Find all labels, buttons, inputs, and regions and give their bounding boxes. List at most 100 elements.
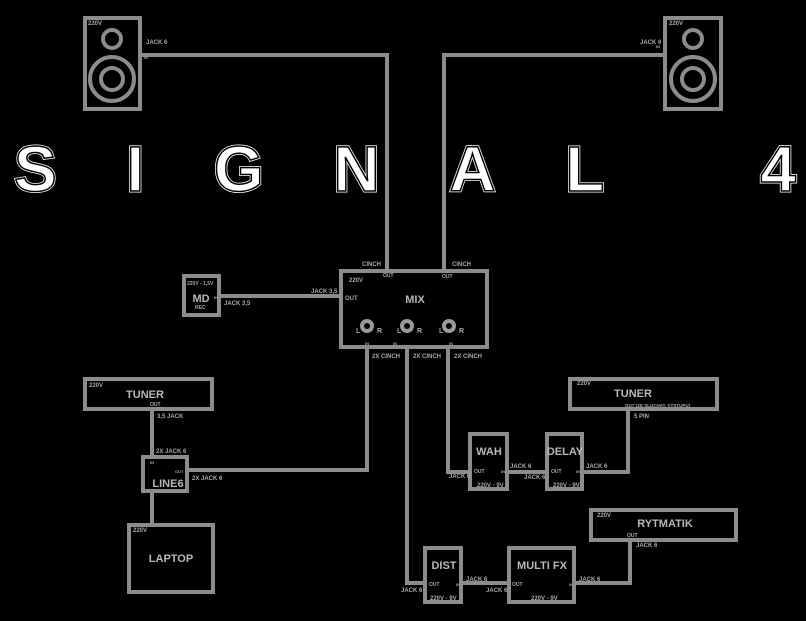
wah-name: WAH	[476, 446, 502, 458]
input-knob-2[interactable]	[400, 319, 414, 333]
label: OUT (ZE SLUCHAT. VÝSTUPU)	[625, 402, 691, 408]
rytmatik-name: RYTMATIK	[637, 518, 693, 530]
label: CINCH	[362, 262, 381, 268]
dist-pedal: DIST OUT IN 220V - 9V JACK 6 JACK 6	[401, 546, 488, 604]
label: IN	[393, 341, 397, 346]
label: L	[439, 328, 444, 335]
tuner-right: 220V TUNER OUT (ZE SLUCHAT. VÝSTUPU) 5 P…	[568, 377, 719, 420]
label: JACK 6	[586, 464, 608, 470]
label: OUT	[551, 469, 562, 475]
delay-pedal: DELAY OUT IN 220V - 9V JACK 6 JACK 6	[524, 432, 608, 491]
label: OUT	[474, 469, 485, 475]
label: OUT	[345, 296, 358, 302]
md-name: MD	[192, 293, 209, 305]
tuner-left: 220V TUNER OUT 3,5 JACK	[83, 377, 214, 420]
woofer-icon	[669, 55, 717, 103]
tuner-name: TUNER	[614, 388, 652, 400]
title-outline: SIGNAL 4	[14, 133, 796, 205]
label: JACK 6	[579, 577, 601, 583]
label: JACK 6	[449, 474, 471, 480]
mixer-name: MIX	[405, 294, 425, 306]
label: 220V - 9V	[553, 483, 580, 489]
label: JACK 6	[146, 40, 168, 46]
label: 220V	[88, 21, 102, 27]
label: 2X JACK 6	[156, 449, 187, 455]
cable-delay-tuner	[583, 410, 630, 474]
label: 5 PIN	[634, 414, 649, 420]
cables	[141, 53, 664, 585]
md-recorder: 220V - 1,5V MD REC IN JACK 3,5	[182, 274, 251, 317]
label: L	[397, 328, 402, 335]
laptop: 220V LAPTOP	[127, 523, 215, 594]
label: JACK 6	[466, 577, 488, 583]
label: 220V	[89, 383, 103, 389]
label: IN	[656, 44, 660, 49]
label: 3,5 JACK	[157, 414, 184, 420]
label: 2X CINCH	[413, 354, 441, 360]
wah-pedal: WAH OUT IN 220V - 9V JACK 6 JACK 6	[449, 432, 532, 491]
label: IN	[456, 582, 460, 587]
label: R	[417, 328, 422, 335]
label: R	[459, 328, 464, 335]
line6: 2X JACK 6 IN OUT LINE6 2X JACK 6	[141, 449, 223, 493]
label: JACK 6	[640, 40, 662, 46]
label: IN	[576, 469, 580, 474]
label: OUT	[175, 469, 184, 474]
label: REC	[195, 305, 206, 311]
label: OUT	[627, 533, 638, 539]
label: IN	[150, 460, 154, 465]
woofer-icon	[88, 55, 136, 103]
rytmatik: 220V RYTMATIK OUT JACK 6	[589, 508, 738, 549]
label: R	[377, 328, 382, 335]
delay-name: DELAY	[547, 446, 584, 458]
label: JACK 3,5	[311, 289, 338, 295]
speaker-right: 220V JACK 6 IN	[640, 16, 723, 111]
speaker-left: 220V JACK 6 IN	[83, 16, 168, 111]
input-knob-3[interactable]	[442, 319, 456, 333]
label: OUT	[442, 274, 453, 280]
cable-dist-mix	[405, 348, 425, 585]
label: JACK 6	[510, 464, 532, 470]
label: IN	[449, 341, 453, 346]
laptop-name: LAPTOP	[149, 553, 193, 565]
label: 220V - 1,5V	[187, 281, 214, 287]
label: 220V - 9V	[430, 596, 457, 602]
tweeter-icon	[101, 28, 123, 50]
multifx-pedal: MULTI FX OUT IN 220V - 9V JACK 6 JACK 6	[486, 546, 601, 604]
input-knob-1[interactable]	[360, 319, 374, 333]
label: 2X CINCH	[454, 354, 482, 360]
label: JACK 6	[636, 543, 658, 549]
label: JACK 6	[486, 588, 508, 594]
label: 2X CINCH	[372, 354, 400, 360]
tweeter-icon	[682, 28, 704, 50]
label: 220V	[349, 278, 363, 284]
cable-line6-mix	[188, 348, 369, 472]
label: 220V	[597, 513, 611, 519]
label: IN	[365, 341, 369, 346]
label: 220V	[669, 21, 683, 27]
label: IN	[569, 582, 573, 587]
label: L	[356, 328, 361, 335]
dist-name: DIST	[431, 560, 456, 572]
label: 220V - 9V	[477, 483, 504, 489]
label: JACK 6	[401, 588, 423, 594]
label: JACK 6	[524, 475, 546, 481]
label: 220V - 9V	[531, 596, 558, 602]
label: OUT	[429, 582, 440, 588]
label: JACK 3,5	[224, 301, 251, 307]
label: 220V	[577, 381, 591, 387]
cable-multifx-rytmatik	[575, 541, 632, 585]
mixer: CINCH CINCH OUT OUT 220V OUT MIX JACK 3,…	[311, 262, 489, 360]
label: 220V	[133, 528, 147, 534]
multifx-name: MULTI FX	[517, 560, 568, 572]
label: 2X JACK 6	[192, 476, 223, 482]
cable-right-speaker	[442, 53, 664, 270]
label: OUT	[150, 402, 161, 408]
label: OUT	[512, 582, 523, 588]
label: IN	[144, 55, 148, 60]
cable-wah-mix	[446, 348, 470, 474]
label: IN	[214, 295, 218, 300]
label: IN	[501, 469, 505, 474]
tuner-name: TUNER	[126, 389, 164, 401]
label: OUT	[383, 273, 394, 279]
